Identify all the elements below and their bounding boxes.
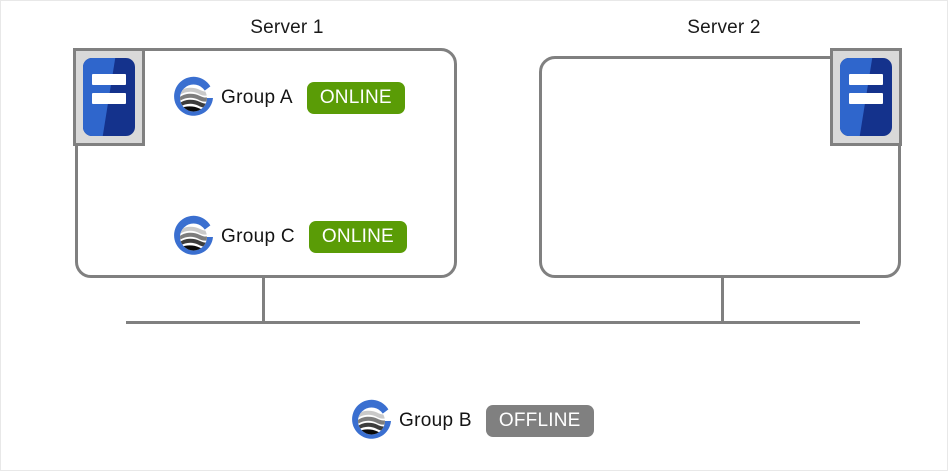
- status-badge[interactable]: ONLINE: [306, 82, 405, 114]
- group-row[interactable]: Group B OFFLINE: [349, 397, 594, 445]
- group-label: Group C: [221, 226, 295, 247]
- group-globe-icon: [174, 215, 213, 255]
- server1-connector-line: [262, 278, 265, 324]
- group-globe-icon: [174, 76, 213, 116]
- group-label: Group B: [399, 410, 472, 431]
- server2-connector-line: [721, 278, 724, 324]
- server-rack-slot-1: [92, 74, 126, 85]
- server-rack-slot-2: [92, 93, 126, 104]
- group-row[interactable]: Group A ONLINE: [171, 74, 405, 122]
- network-bus-line: [126, 321, 860, 324]
- server-rack-body: [83, 58, 135, 136]
- group-row[interactable]: Group C ONLINE: [171, 213, 407, 261]
- server1-title: Server 1: [250, 17, 324, 38]
- status-badge[interactable]: OFFLINE: [485, 405, 594, 437]
- server-rack-body: [840, 58, 892, 136]
- group-globe-icon: [352, 399, 391, 439]
- server-rack-icon: [73, 48, 145, 146]
- status-badge[interactable]: ONLINE: [308, 221, 407, 253]
- server-rack-slot-2: [849, 93, 883, 104]
- group-label: Group A: [221, 87, 293, 108]
- server-rack-slot-1: [849, 74, 883, 85]
- server2-title: Server 2: [687, 17, 761, 38]
- server-rack-icon: [830, 48, 902, 146]
